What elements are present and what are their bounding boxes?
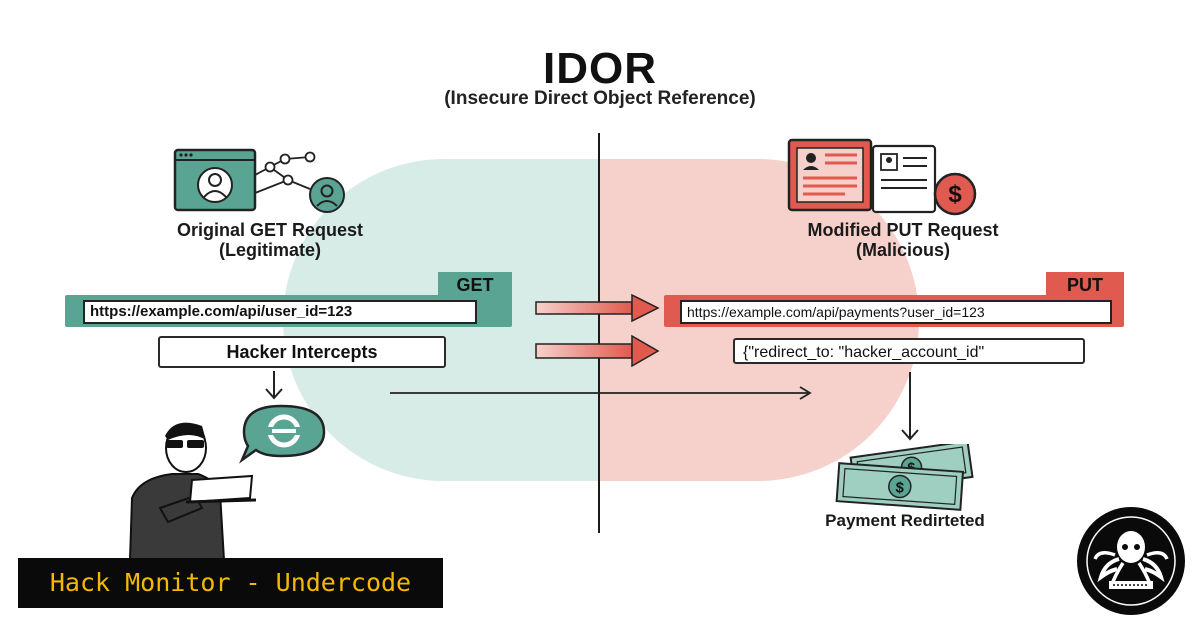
svg-text:$: $ bbox=[895, 479, 905, 497]
get-method-tag: GET bbox=[438, 272, 512, 298]
put-url-text: https://example.com/api/payments?user_id… bbox=[680, 300, 1112, 324]
right-caption-title: Modified PUT Request bbox=[807, 220, 999, 240]
center-divider bbox=[598, 133, 600, 533]
put-url-bar: https://example.com/api/payments?user_id… bbox=[664, 295, 1124, 327]
request-forward-arrows bbox=[535, 293, 660, 368]
svg-text:$: $ bbox=[948, 181, 962, 208]
down-arrow-left bbox=[265, 371, 283, 400]
right-caption-subtitle: (Malicious) bbox=[855, 240, 950, 260]
money-stack-icon: $ $ bbox=[835, 444, 974, 511]
redirect-payload: {"redirect_to: "hacker_account_id" bbox=[733, 338, 1085, 364]
long-flow-arrow bbox=[390, 386, 812, 400]
hacker-intercepts-label: Hacker Intercepts bbox=[158, 336, 446, 368]
left-caption-subtitle: (Legitimate) bbox=[218, 240, 321, 260]
diagram-title: IDOR bbox=[543, 44, 657, 93]
hacker-icon bbox=[128, 422, 257, 560]
right-caption: Modified PUT Request (Malicious) bbox=[728, 220, 1078, 260]
svg-text:$: $ bbox=[907, 459, 917, 476]
get-url-text: https://example.com/api/user_id=123 bbox=[83, 300, 477, 324]
left-caption-title: Original GET Request bbox=[176, 220, 364, 240]
brand-banner: Hack Monitor - Undercode bbox=[18, 558, 443, 608]
browser-profile-icon bbox=[173, 148, 345, 213]
left-caption: Original GET Request (Legitimate) bbox=[100, 220, 440, 260]
user-network-icon bbox=[309, 177, 345, 213]
chat-bubble-icon bbox=[239, 404, 326, 464]
get-url-bar: https://example.com/api/user_id=123 bbox=[65, 295, 512, 327]
diagram-subtitle: (Insecure Direct Object Reference) bbox=[444, 88, 756, 109]
dollar-coin-icon: $ bbox=[933, 172, 977, 216]
down-arrow-right bbox=[901, 372, 919, 441]
payment-redirected-label: Payment Redirteted bbox=[825, 511, 985, 530]
octopus-logo bbox=[1077, 507, 1185, 615]
document-icon: $ bbox=[787, 138, 977, 216]
put-method-tag: PUT bbox=[1046, 272, 1124, 298]
